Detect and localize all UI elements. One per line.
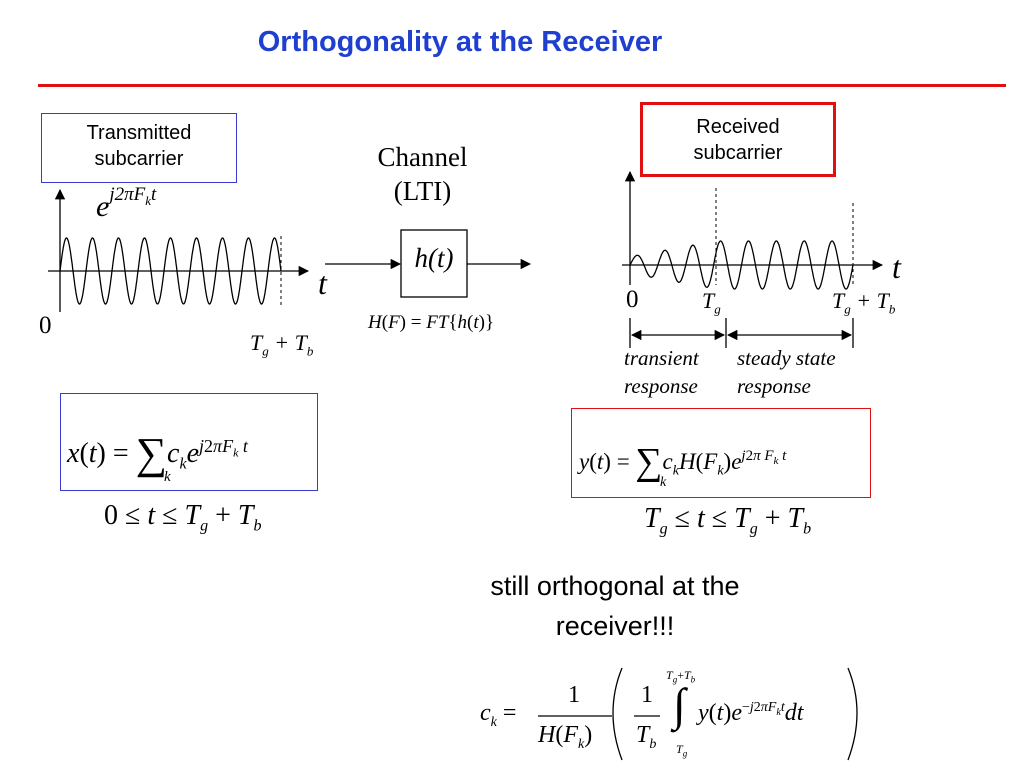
tx-end-label: Tg + Tb: [250, 330, 314, 359]
rx-waveform: [629, 240, 854, 290]
rx-equation: y(t) = ∑ckH(Fk)ej2π Fk t: [579, 441, 787, 483]
channel-label: Channel (LTI): [350, 140, 495, 208]
tx-equation-sum-index: k: [164, 469, 171, 485]
channel-box: [400, 229, 468, 298]
ck-integrand: y(t)e−j2πFktdt: [698, 700, 804, 726]
rx-equation-box: y(t) = ∑ckH(Fk)ej2π Fk t k: [571, 408, 871, 498]
ck-inner-denominator: Tb: [636, 722, 657, 752]
ck-numerator: 1: [568, 682, 580, 708]
rx-range: Tg ≤ t ≤ Tg + Tb: [644, 503, 812, 538]
channel-label-line2: (LTI): [393, 176, 452, 206]
rx-zero-label: 0: [626, 286, 639, 313]
received-label-line1: Received: [696, 116, 780, 138]
ck-integral-upper: Tg+Tb: [666, 668, 696, 685]
ck-inner-numerator: 1: [641, 682, 653, 708]
title-divider: [38, 84, 1006, 87]
channel-label-line1: Channel: [377, 142, 468, 172]
tx-exponent: ej2πFkt: [96, 184, 157, 223]
received-label-box: Received subcarrier: [640, 102, 836, 177]
ck-left-paren: [612, 667, 623, 761]
orthogonal-note: still orthogonal at the receiver!!!: [490, 571, 740, 641]
ck-denominator: H(Fk): [538, 722, 593, 752]
page-title: Orthogonality at the Receiver: [257, 26, 663, 58]
transmitted-label-box: Transmitted subcarrier: [41, 113, 237, 183]
tx-axis-t-label: t: [318, 265, 327, 301]
tx-zero-label: 0: [39, 312, 52, 339]
tx-waveform: [59, 237, 282, 305]
rx-end-label: Tg + Tb: [832, 288, 896, 317]
received-label-line2: subcarrier: [693, 142, 783, 164]
channel-box-text: h(t): [414, 243, 454, 273]
tx-range: 0 ≤ t ≤ Tg + Tb: [104, 500, 262, 535]
transmitted-label-line1: Transmitted: [86, 122, 192, 144]
tx-equation: x(t) = ∑ckej2πFk t: [67, 429, 248, 478]
transmitted-label-line2: subcarrier: [94, 148, 184, 170]
ck-equation: ck = 1 H(Fk) 1 Tb Tg+Tb ∫ Tg y(t)e−j2πFk…: [480, 664, 880, 764]
tx-equation-box: x(t) = ∑ckej2πFk t k: [60, 393, 318, 491]
channel-equation: H(F) = FT{h(t)}: [368, 312, 495, 333]
ck-integral-lower: Tg: [676, 742, 688, 759]
ck-integral-sign: ∫: [673, 679, 686, 730]
rx-axis-t-label: t: [892, 249, 901, 285]
ck-right-paren: [847, 667, 858, 761]
ck-lhs: ck =: [480, 700, 517, 730]
rx-equation-sum-index: k: [660, 475, 667, 490]
rx-tg-label: Tg: [702, 288, 721, 317]
